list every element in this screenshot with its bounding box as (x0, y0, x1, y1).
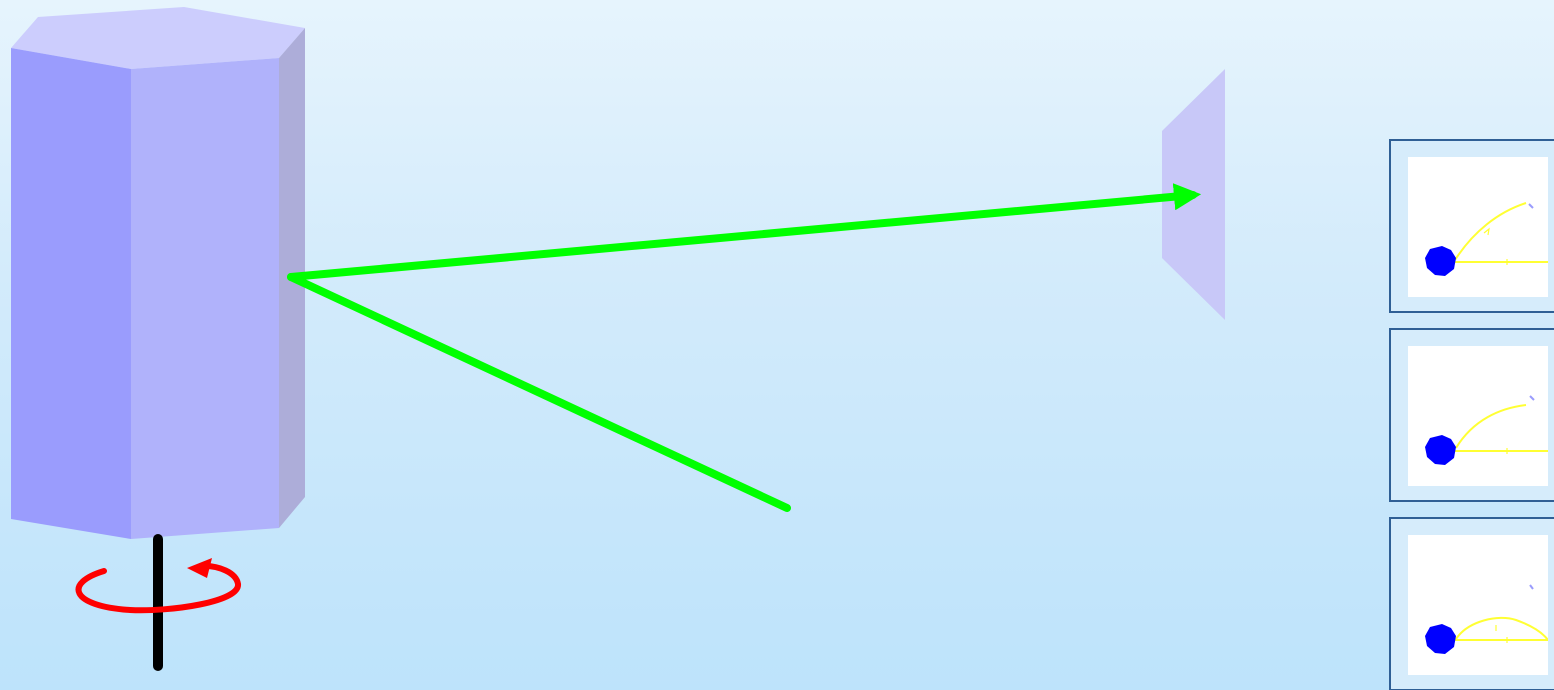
thumbnail-image-1 (1408, 157, 1548, 297)
incident-ray (291, 277, 787, 508)
thumbnail-panel-1[interactable] (1389, 139, 1554, 313)
thumbnail-panel-2[interactable] (1389, 328, 1554, 502)
light-source-dot (1425, 435, 1456, 465)
mirror-prism (11, 7, 305, 539)
thumbnail-image-2 (1408, 346, 1548, 486)
reflected-ray (291, 195, 1193, 277)
light-source-dot (1425, 624, 1456, 654)
light-source-dot (1425, 246, 1456, 276)
prism-left-face (11, 48, 131, 539)
prism-front-face (131, 58, 279, 539)
thumbnail-image-3 (1408, 535, 1548, 675)
thumbnail-panel-3[interactable] (1389, 517, 1554, 690)
